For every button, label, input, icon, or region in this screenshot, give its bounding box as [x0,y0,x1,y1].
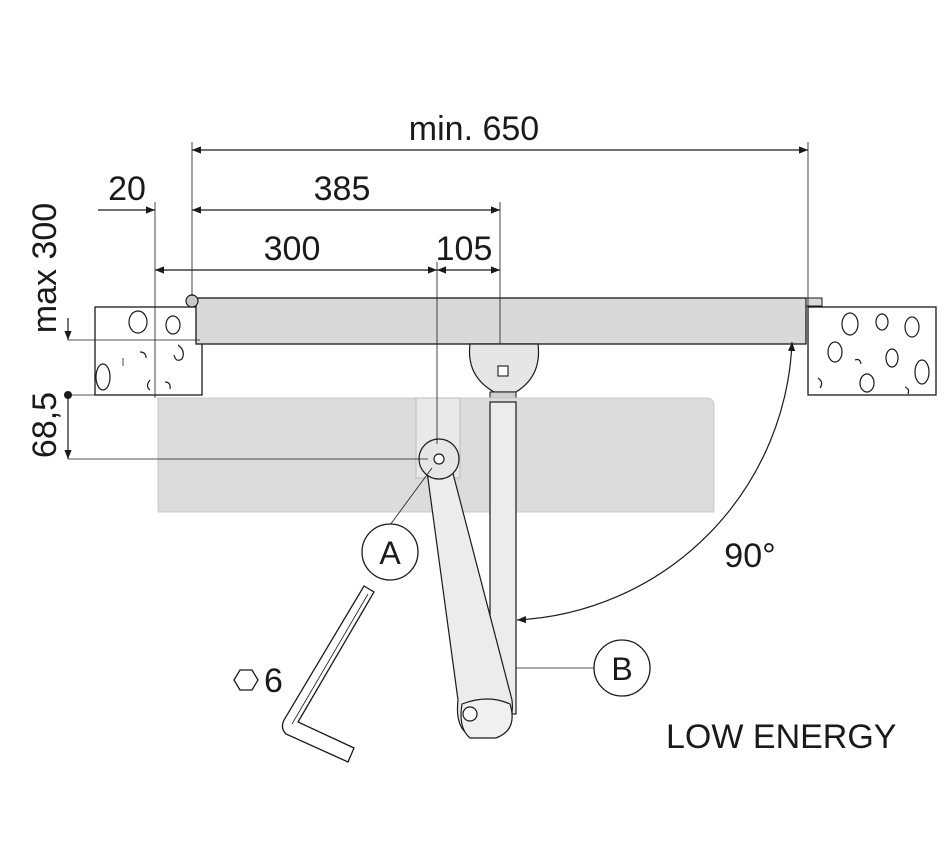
datum-dot [64,391,72,399]
door-hinge [185,294,199,308]
angle-label: 90° [724,537,775,575]
hex-key-icon [233,585,375,763]
dim-min-650: min. 650 [409,110,539,148]
callout-b-label: B [611,651,632,687]
dim-20: 20 [108,170,146,208]
dimension-lines [64,142,809,669]
dim-300: 300 [264,230,321,268]
arm-end-screw [462,706,478,722]
dim-68-5: 68,5 [26,392,64,458]
right-wall [807,306,937,396]
callout-a-circle [361,523,419,581]
left-wall [94,306,203,396]
callout-a-label: A [379,535,401,571]
dim-max-300: max 300 [26,203,64,333]
hex-key-size: 6 [264,662,283,700]
hexagon-icon [233,669,259,691]
dim-105: 105 [436,230,493,268]
arm-shoe [468,343,540,403]
callout-b-circle [593,639,651,697]
door-leaf [185,294,823,345]
dim-385: 385 [314,170,371,208]
angle-arc [516,341,796,624]
mode-label: LOW ENERGY [666,718,896,756]
